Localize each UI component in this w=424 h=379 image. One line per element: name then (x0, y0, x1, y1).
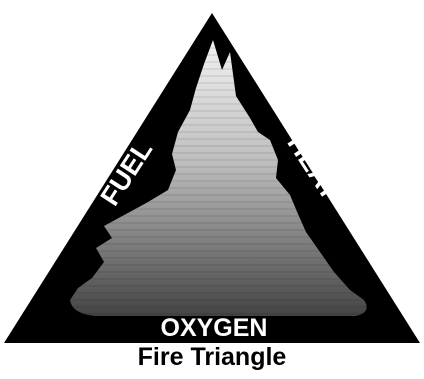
diagram-caption: Fire Triangle (0, 342, 424, 372)
oxygen-label: OXYGEN (161, 314, 268, 342)
